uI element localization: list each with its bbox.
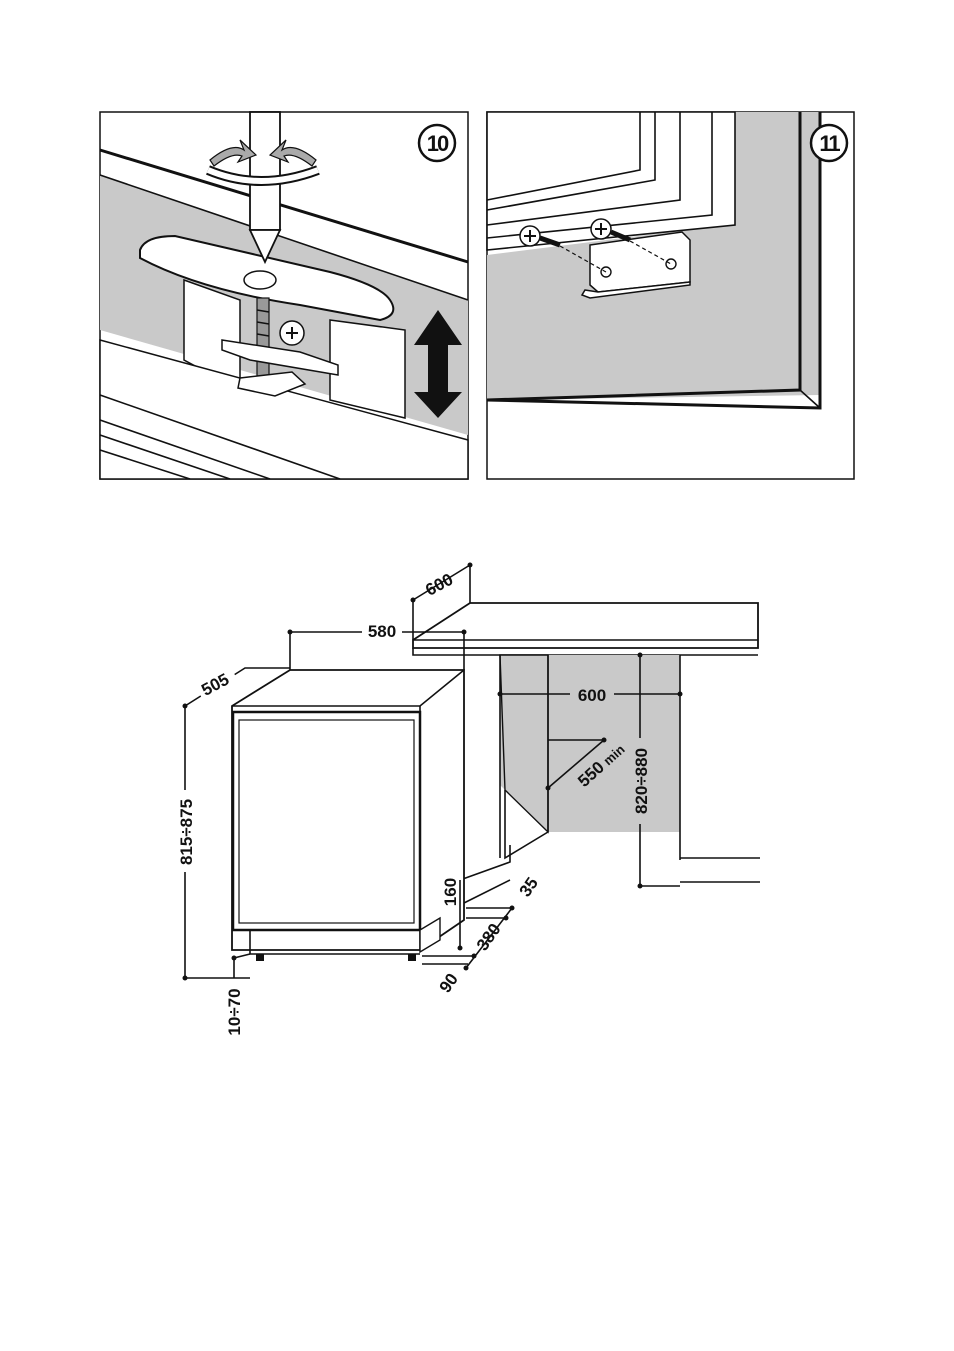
up-down-arrow-icon: [414, 310, 462, 418]
dim-vent-90: 90: [436, 970, 462, 996]
dim-feet-range: 10÷70: [225, 988, 244, 1035]
dim-vent-380: 380: [473, 920, 505, 954]
step-11-badge: 11: [809, 123, 849, 163]
panel-step-11: 11: [486, 111, 855, 480]
dim-niche-width: 600: [578, 686, 606, 705]
panel-step-10: 10: [99, 111, 469, 480]
dim-top-depth: 600: [422, 570, 456, 600]
dim-vent-35: 35: [516, 874, 542, 900]
dim-niche-height-range: 820÷880: [632, 748, 651, 814]
dimension-drawing: 600 580 505 815÷875 10÷70 600: [176, 562, 760, 1036]
dim-top-width: 580: [368, 622, 396, 641]
step-10-number: 10: [427, 131, 449, 156]
dim-plinth-height: 160: [441, 878, 460, 906]
step-11-number: 11: [819, 131, 840, 156]
step-10-badge: 10: [417, 123, 457, 163]
dim-height-range: 815÷875: [177, 799, 196, 865]
